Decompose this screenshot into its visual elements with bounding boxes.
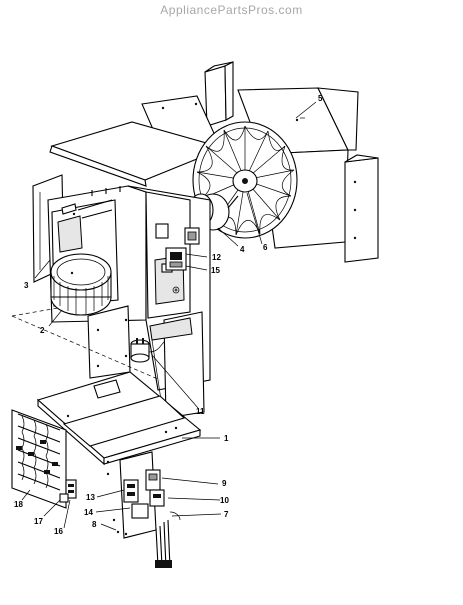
callout-leaders xyxy=(21,101,317,531)
callout-2: 2 xyxy=(40,326,45,335)
blower-wheel xyxy=(50,253,112,316)
callout-9: 9 xyxy=(222,479,227,488)
callout-17: 17 xyxy=(34,517,43,526)
base-pan xyxy=(36,371,202,466)
callout-4: 4 xyxy=(240,245,245,254)
control-board-assembly xyxy=(106,451,181,569)
callout-14: 14 xyxy=(84,508,93,517)
watermark: AppliancePartsPros.com xyxy=(160,3,303,17)
callout-15: 15 xyxy=(211,266,220,275)
callout-10: 10 xyxy=(220,496,229,505)
callout-1: 1 xyxy=(224,434,229,443)
callout-8: 8 xyxy=(92,520,97,529)
callout-12: 12 xyxy=(212,253,221,262)
callout-18: 18 xyxy=(14,500,23,509)
callout-16: 16 xyxy=(54,527,63,536)
callout-6: 6 xyxy=(263,243,268,252)
heater-element-assembly xyxy=(11,409,77,509)
callout-11: 11 xyxy=(196,407,205,416)
callout-3: 3 xyxy=(24,281,29,290)
callout-5: 5 xyxy=(318,94,323,103)
callout-7: 7 xyxy=(224,510,229,519)
top-cover-panel xyxy=(49,95,226,187)
callout-13: 13 xyxy=(86,493,95,502)
